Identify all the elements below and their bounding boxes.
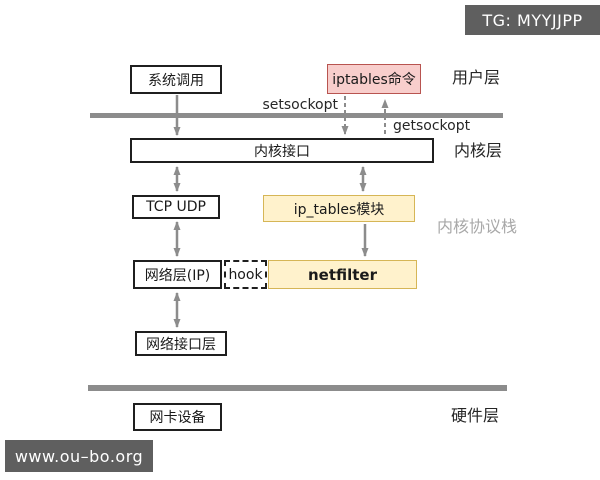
box-network-interface-layer: 网络接口层 [135, 331, 227, 356]
label-getsockopt: getsockopt [393, 118, 471, 134]
box-hook: hook [224, 260, 267, 289]
box-iptables-command: iptables命令 [327, 64, 421, 94]
watermark-top-right: TG: MYYJJPP [465, 5, 600, 35]
separator-kernel-hardware [88, 385, 507, 391]
box-ip-tables-module: ip_tables模块 [263, 195, 415, 222]
separator-user-kernel [90, 113, 503, 118]
label-setsockopt: setsockopt [262, 97, 338, 113]
box-kernel-interface: 内核接口 [130, 138, 434, 163]
box-tcp-udp: TCP UDP [132, 195, 220, 219]
label-kernel-layer: 内核层 [454, 141, 503, 160]
box-netfilter: netfilter [268, 260, 417, 289]
watermark-bottom-left: www.ou–bo.org [5, 440, 153, 472]
label-user-layer: 用户层 [452, 68, 501, 87]
box-nic-device: 网卡设备 [133, 403, 222, 431]
label-kernel-protocol-stack: 内核协议栈 [437, 217, 518, 236]
box-syscall: 系统调用 [130, 65, 222, 94]
box-network-layer-ip: 网络层(IP) [133, 260, 222, 289]
label-hardware-layer: 硬件层 [451, 406, 500, 425]
